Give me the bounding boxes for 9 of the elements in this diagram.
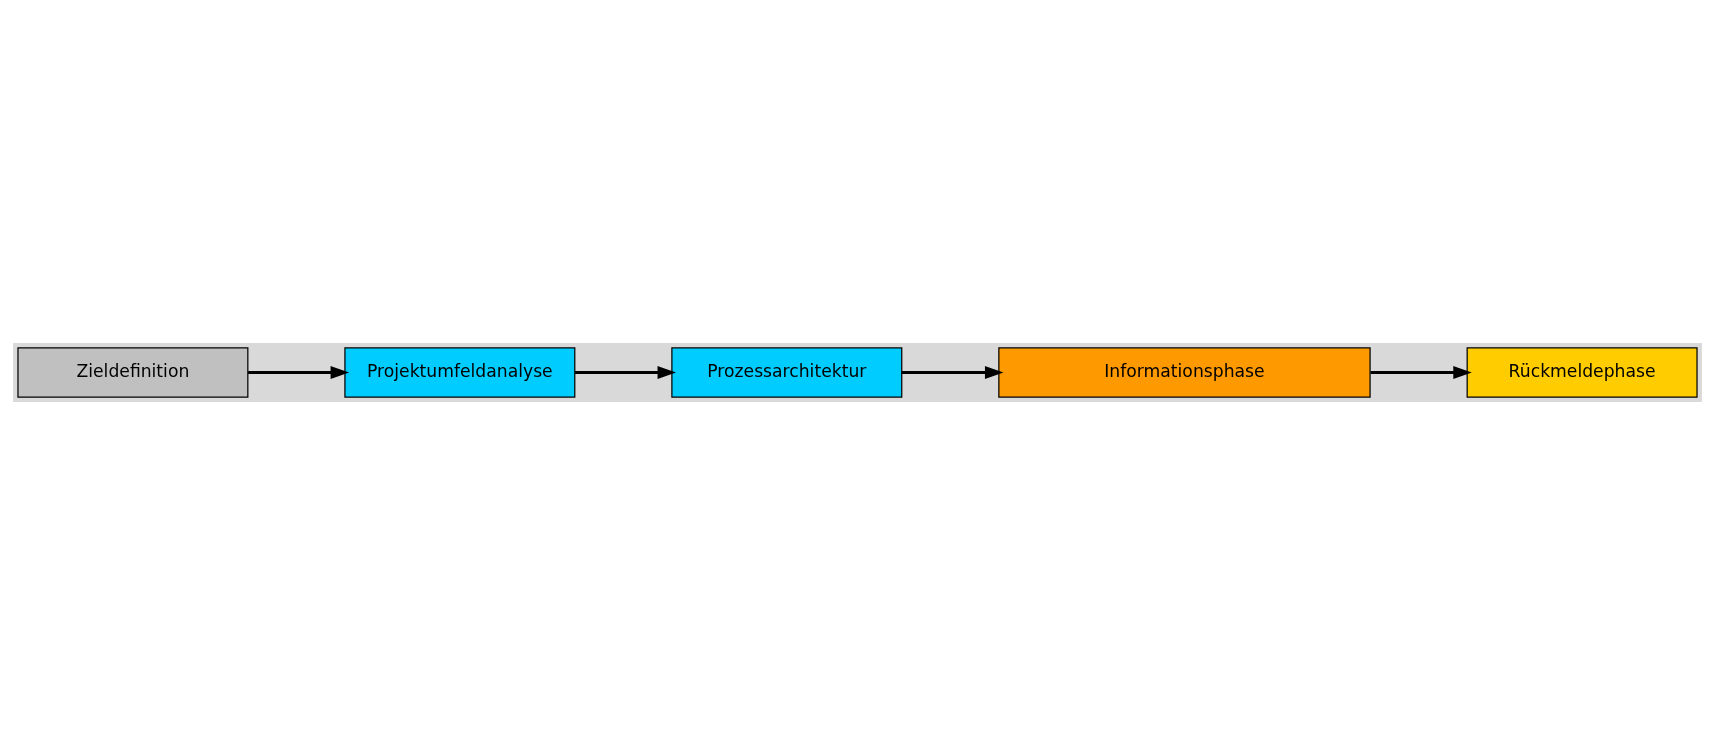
arrow — [901, 366, 1004, 379]
arrow — [575, 366, 676, 379]
node-box: Projektumfeldanalyse — [344, 347, 576, 398]
node-box: Zieldefinition — [17, 347, 249, 398]
node-box: Rückmeldephase — [1466, 347, 1698, 398]
node-box: Prozessarchitektur — [671, 347, 903, 398]
arrow — [1370, 366, 1472, 379]
arrow — [248, 366, 350, 379]
node-box: Informationsphase — [998, 347, 1371, 398]
